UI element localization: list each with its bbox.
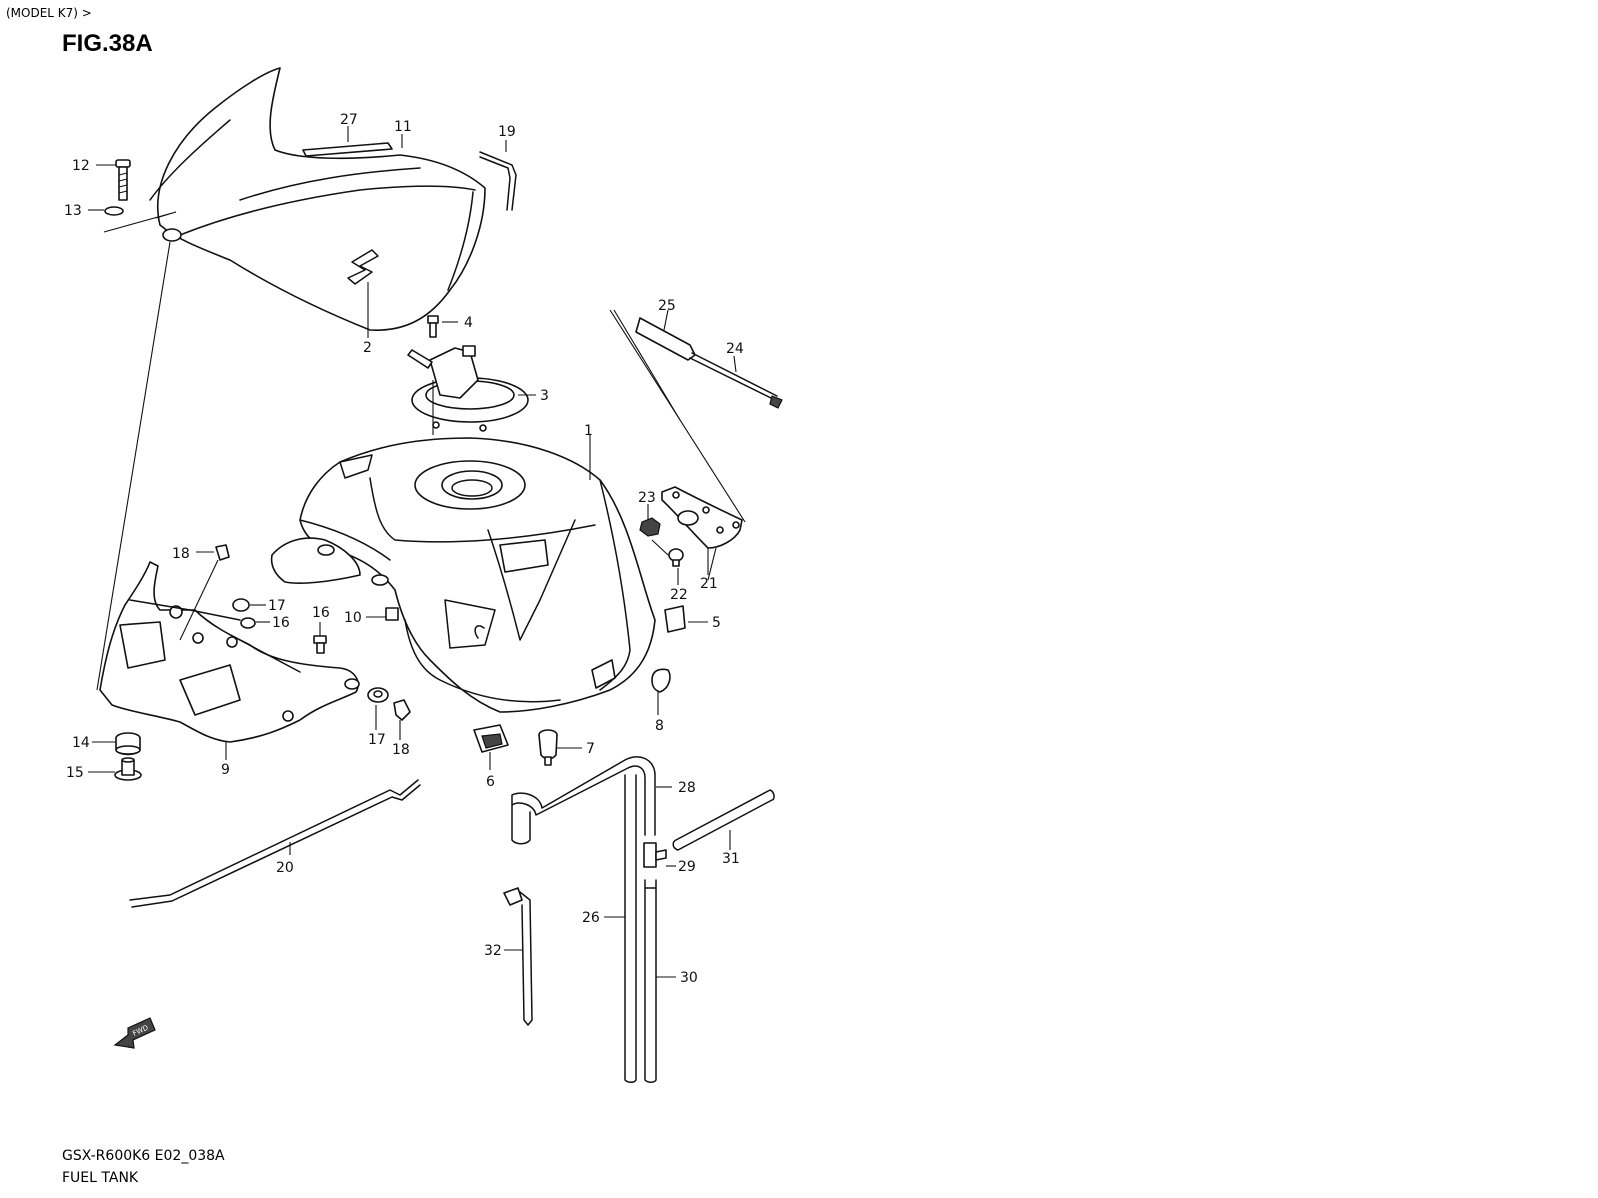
- collar-15[interactable]: [114, 757, 142, 781]
- figure-title: FIG.38A: [62, 30, 153, 57]
- callout-26: 26: [582, 910, 600, 926]
- filter-7[interactable]: [538, 729, 558, 766]
- forward-arrow-icon: FWD: [113, 1017, 156, 1049]
- clip-18b[interactable]: [393, 699, 411, 721]
- callout-16b: 16: [312, 605, 330, 621]
- hose-30[interactable]: [644, 879, 657, 1083]
- hose-26[interactable]: [624, 774, 637, 1083]
- cover-strip[interactable]: [302, 142, 393, 157]
- callout-21: 21: [700, 576, 718, 592]
- bolt-4[interactable]: [427, 315, 439, 338]
- bracket-21[interactable]: [661, 486, 743, 549]
- callout-18a: 18: [172, 546, 190, 562]
- model-label: (MODEL K7) >: [6, 6, 92, 20]
- clamp-32[interactable]: [503, 887, 533, 1026]
- callout-17b: 17: [368, 732, 386, 748]
- callout-7: 7: [586, 741, 595, 757]
- callout-labels: 1 2 3 4 5 6 7 8 9 10 11 12 13 14 15 16 1…: [64, 112, 744, 986]
- leader-lines: [88, 126, 737, 978]
- hose-31[interactable]: [672, 789, 775, 851]
- damper-25[interactable]: [635, 317, 696, 361]
- callout-4: 4: [464, 315, 473, 331]
- cushion-17a[interactable]: [232, 598, 250, 612]
- callout-3: 3: [540, 388, 549, 404]
- callout-13: 13: [64, 203, 82, 219]
- callout-23: 23: [638, 490, 656, 506]
- cushion-17b[interactable]: [367, 687, 389, 703]
- callout-27: 27: [340, 112, 358, 128]
- fuel-tank[interactable]: [270, 437, 656, 713]
- callout-14: 14: [72, 735, 90, 751]
- callout-12: 12: [72, 158, 90, 174]
- callout-2: 2: [363, 340, 372, 356]
- callout-9: 9: [221, 762, 230, 778]
- callout-20: 20: [276, 860, 294, 876]
- callout-15: 15: [66, 765, 84, 781]
- callout-19: 19: [498, 124, 516, 140]
- diagram-title: FUEL TANK: [62, 1170, 139, 1186]
- tank-bracket[interactable]: [99, 561, 360, 743]
- callout-31: 31: [722, 851, 740, 867]
- callout-29: 29: [678, 859, 696, 875]
- nut-23[interactable]: [639, 517, 661, 537]
- cushion-6[interactable]: [473, 724, 509, 753]
- washer-13[interactable]: [104, 206, 124, 216]
- callout-16a: 16: [272, 615, 290, 631]
- clip-18a[interactable]: [215, 544, 230, 561]
- callout-5: 5: [712, 615, 721, 631]
- rod-24[interactable]: [689, 352, 783, 409]
- callout-17a: 17: [268, 598, 286, 614]
- prop-rod-20[interactable]: [129, 779, 421, 908]
- callout-8: 8: [655, 718, 664, 734]
- callout-6: 6: [486, 774, 495, 790]
- cushion-5[interactable]: [664, 605, 686, 633]
- washer-16a[interactable]: [240, 617, 256, 629]
- callout-18b: 18: [392, 742, 410, 758]
- nut-10[interactable]: [385, 607, 399, 621]
- callout-10: 10: [344, 610, 362, 626]
- cushion-8[interactable]: [651, 668, 671, 693]
- fuel-cap[interactable]: [407, 345, 529, 432]
- bolt-16b[interactable]: [313, 635, 327, 654]
- joint-29[interactable]: [643, 842, 667, 868]
- tank-cover[interactable]: [149, 67, 486, 331]
- callout-11: 11: [394, 119, 412, 135]
- callout-1: 1: [584, 423, 593, 439]
- callout-28: 28: [678, 780, 696, 796]
- hose-28[interactable]: [511, 756, 656, 845]
- callout-24: 24: [726, 341, 744, 357]
- callout-22: 22: [670, 587, 688, 603]
- rubber-cushion-14[interactable]: [115, 732, 141, 756]
- bolt-22[interactable]: [668, 548, 684, 567]
- bolt-12[interactable]: [115, 159, 131, 201]
- callout-25: 25: [658, 298, 676, 314]
- callout-30: 30: [680, 970, 698, 986]
- breather-hose[interactable]: [479, 151, 517, 211]
- callout-32: 32: [484, 943, 502, 959]
- diagram-code: GSX-R600K6 E02_038A: [62, 1148, 225, 1164]
